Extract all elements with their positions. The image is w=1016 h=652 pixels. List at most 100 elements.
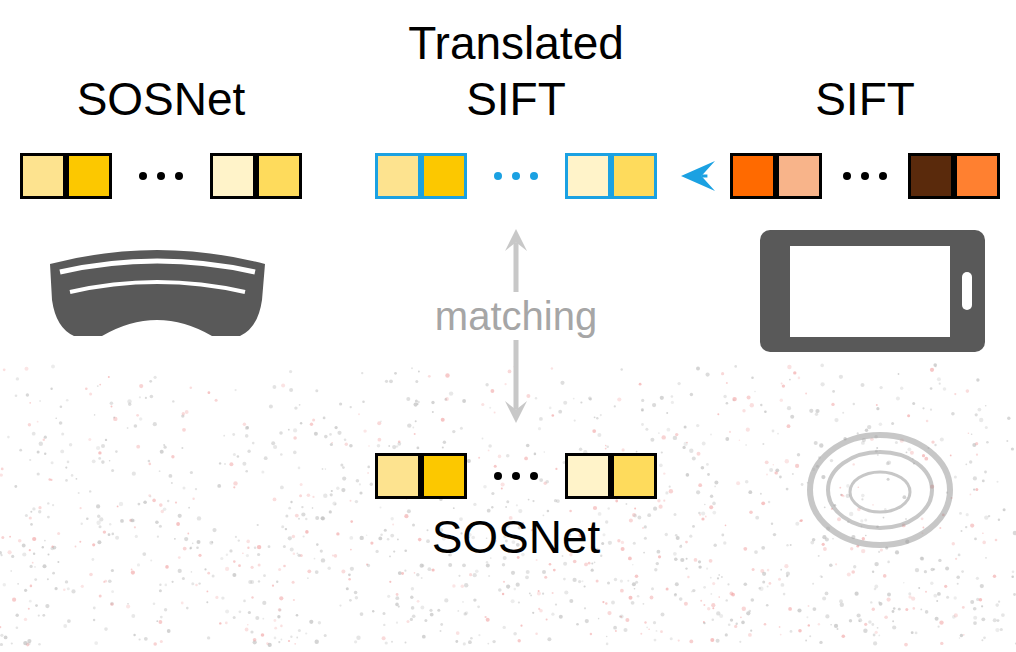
cloud-point xyxy=(684,602,688,606)
cloud-point xyxy=(63,624,67,628)
cloud-point xyxy=(498,588,502,592)
cloud-point xyxy=(127,603,129,605)
cloud-point xyxy=(970,494,972,496)
cloud-point xyxy=(809,635,811,637)
cloud-point xyxy=(159,470,161,472)
dot xyxy=(879,172,887,180)
cloud-point xyxy=(32,507,35,510)
dot xyxy=(139,172,147,180)
cloud-point xyxy=(12,598,16,602)
cloud-point xyxy=(473,503,476,506)
cloud-point xyxy=(257,545,261,549)
cloud-point xyxy=(149,496,151,498)
cloud-point xyxy=(104,580,107,583)
cloud-point xyxy=(453,507,455,509)
cloud-point xyxy=(574,420,576,422)
cloud-point xyxy=(810,541,814,545)
cloud-point xyxy=(292,581,295,584)
cloud-point xyxy=(973,607,977,611)
cloud-point xyxy=(47,516,50,519)
cloud-point xyxy=(696,490,700,494)
cloud-point xyxy=(487,643,489,645)
cloud-point xyxy=(653,507,657,511)
cloud-point xyxy=(981,605,983,607)
cloud-point xyxy=(93,619,95,621)
cloud-point xyxy=(389,581,391,583)
cloud-point xyxy=(993,618,997,622)
cloud-point xyxy=(675,534,678,537)
cloud-point xyxy=(188,507,190,509)
cloud-point xyxy=(274,619,277,622)
cloud-point xyxy=(264,456,268,460)
cloud-point xyxy=(156,620,158,622)
cloud-point xyxy=(982,532,984,534)
cloud-point xyxy=(53,546,57,550)
cloud-point xyxy=(605,448,607,450)
cloud-point xyxy=(407,620,410,623)
cloud-point xyxy=(212,528,216,532)
cloud-point xyxy=(268,545,271,548)
cloud-point xyxy=(910,451,914,455)
cloud-point xyxy=(859,620,861,622)
cloud-point xyxy=(274,637,277,640)
cloud-point xyxy=(89,490,91,492)
cloud-point xyxy=(378,438,382,442)
cloud-point xyxy=(729,431,731,433)
cloud-point xyxy=(878,635,880,637)
cloud-point xyxy=(925,591,927,593)
cloud-point xyxy=(697,452,701,456)
cloud-point xyxy=(665,533,668,536)
cloud-point xyxy=(420,564,424,568)
cloud-point xyxy=(138,503,141,506)
cloud-point xyxy=(959,637,961,639)
cloud-point xyxy=(842,635,846,639)
cloud-point xyxy=(815,409,819,413)
cloud-point xyxy=(69,443,72,446)
cloud-point xyxy=(784,564,788,568)
cloud-point xyxy=(786,544,788,546)
cloud-point xyxy=(492,640,495,643)
cloud-point xyxy=(805,640,807,642)
cloud-point xyxy=(620,615,624,619)
cloud-point xyxy=(65,467,67,469)
cloud-point xyxy=(442,447,444,449)
cloud-point xyxy=(111,569,114,572)
cloud-point xyxy=(985,405,987,407)
cloud-point xyxy=(767,586,769,588)
dot xyxy=(512,472,520,480)
cloud-point xyxy=(50,388,52,390)
cloud-point xyxy=(1003,508,1006,511)
cloud-point xyxy=(596,580,599,583)
cloud-point xyxy=(404,514,408,518)
cloud-point xyxy=(60,406,63,409)
cloud-point xyxy=(924,570,927,573)
cloud-point xyxy=(677,382,680,385)
cloud-point xyxy=(39,442,43,446)
connector xyxy=(681,161,715,191)
cloud-point xyxy=(563,578,566,581)
cloud-point xyxy=(262,601,266,605)
cloud-point xyxy=(506,454,510,458)
cloud-point xyxy=(16,377,19,380)
cloud-point xyxy=(913,607,916,610)
cloud-point xyxy=(32,562,34,564)
dot xyxy=(861,172,869,180)
cloud-point xyxy=(657,550,661,554)
cloud-point xyxy=(387,538,390,541)
cloud-point xyxy=(719,614,723,618)
cloud-point xyxy=(153,603,156,606)
cloud-point xyxy=(29,549,31,551)
cloud-point xyxy=(238,539,240,541)
cloud-point xyxy=(584,607,586,609)
cloud-point xyxy=(937,592,941,596)
cloud-point xyxy=(686,558,688,560)
cloud-point xyxy=(277,615,280,618)
descriptor-cell xyxy=(565,453,611,499)
cloud-point xyxy=(233,453,236,456)
cloud-point xyxy=(761,501,765,505)
cloud-point xyxy=(233,481,237,485)
cloud-point xyxy=(149,380,152,383)
cloud-point xyxy=(359,483,361,485)
cloud-point xyxy=(503,626,506,629)
cloud-point xyxy=(821,382,825,386)
